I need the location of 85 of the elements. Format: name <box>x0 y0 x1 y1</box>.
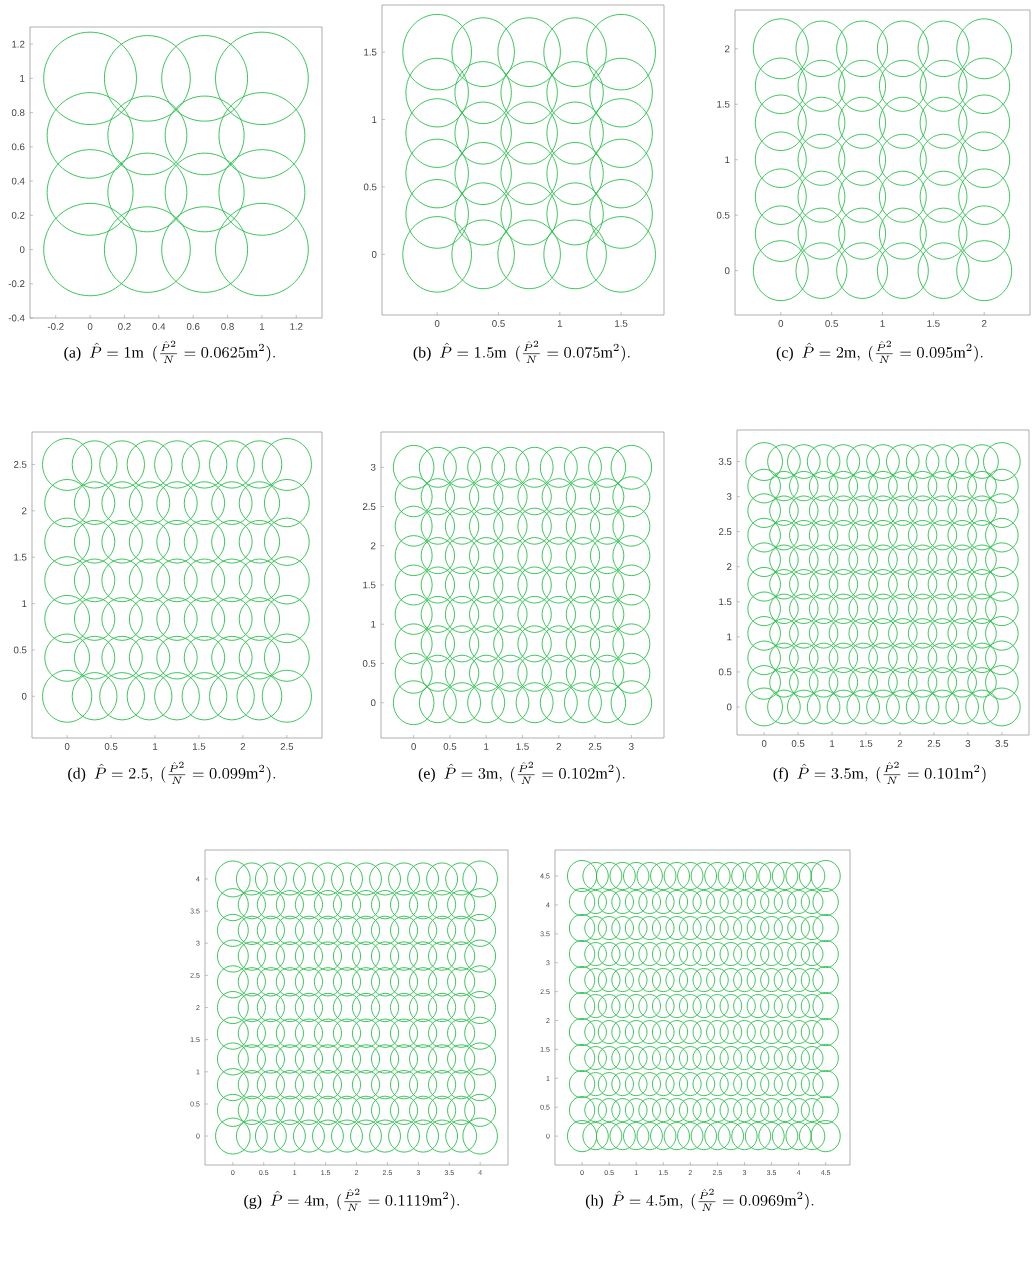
tick-label: 1.5 <box>364 48 377 56</box>
tick-label: 2 <box>556 743 561 750</box>
tick-label: 3 <box>726 493 732 500</box>
tick-label: 0.8 <box>11 109 25 116</box>
tick-label: 1.5 <box>363 581 376 589</box>
tick-label: 2 <box>725 45 730 53</box>
tick-label: 0 <box>19 246 25 253</box>
tick-label: 1.5 <box>14 553 27 561</box>
tick-label: 2.5 <box>588 743 602 750</box>
tick-label: 1.2 <box>290 323 303 330</box>
tick-label: 1 <box>371 620 376 628</box>
tick-label: 0 <box>724 267 730 275</box>
tick-label: 1.5 <box>719 598 732 606</box>
tick-label: 0 <box>21 692 27 700</box>
tick-label: 1 <box>725 156 730 164</box>
caption: $\text{(b)}\ \ \hat{P} = 1.5\text{m}\ \ (\tfrac{\hat{P}^2}{N} = 0.075\text{m}^2).$ <box>413 340 630 363</box>
tick-label: 1 <box>372 116 377 123</box>
tick-label: 2 <box>240 743 246 750</box>
tick-label: 0.5 <box>492 320 505 327</box>
tick-label: 2 <box>371 542 376 550</box>
tick-label: -0.4 <box>8 314 25 322</box>
tick-label: 0.5 <box>443 743 457 750</box>
tick-label: 1.5 <box>717 100 730 108</box>
tick-label: 0.8 <box>221 323 234 330</box>
tick-label: 2.5 <box>280 743 294 750</box>
tick-label: 0.6 <box>11 143 25 151</box>
tick-label: 2.5 <box>13 461 27 468</box>
caption: $\text{(g)}\ \ \hat{P} = 4\text{m},\ (\tfrac{\hat{P}^2}{N} = 0.1119\text{m}^2).$ <box>244 1188 460 1211</box>
caption: $\text{(e)}\ \ \hat{P} = 3\text{m},\ (\tfrac{\hat{P}^2}{N} = 0.102\text{m}^2).$ <box>418 761 625 784</box>
tick-label: 0.5 <box>718 668 732 676</box>
tick-label: 3 <box>370 463 376 471</box>
tick-label: 0.6 <box>186 323 200 330</box>
tick-label: 0.2 <box>11 211 25 219</box>
tick-label: 3.5 <box>718 458 732 465</box>
tick-label: 0.5 <box>716 211 730 219</box>
tick-label: 1 <box>22 600 27 607</box>
tick-label: 0.4 <box>11 177 25 185</box>
tick-label: 1.5 <box>927 320 940 327</box>
tick-label: 0.5 <box>104 743 118 750</box>
tick-label: 1.5 <box>193 743 206 750</box>
tick-label: 2.5 <box>718 528 732 536</box>
tick-label: 0.5 <box>825 320 838 327</box>
tick-label: 0 <box>370 699 376 707</box>
tick-label: -0.2 <box>47 323 64 330</box>
tick-label: 2 <box>982 320 987 327</box>
tick-label: 0 <box>761 740 767 747</box>
tick-label: 1 <box>727 633 732 641</box>
tick-label: 3.5 <box>995 740 1009 747</box>
tick-label: 0 <box>411 743 416 750</box>
tick-label: 1.5 <box>516 743 529 750</box>
caption: $\text{(d)}\ \ \hat{P} = 2.5,\ (\tfrac{\hat{P}^2}{N} = 0.099\text{m}^2).$ <box>68 761 276 784</box>
tick-label: 0.5 <box>362 660 376 667</box>
tick-label: 0 <box>434 320 440 327</box>
tick-label: 0 <box>371 250 377 258</box>
tick-label: 1 <box>880 320 885 327</box>
tick-label: 3 <box>965 740 971 747</box>
tick-label: -0.2 <box>8 280 25 288</box>
tick-label: 0.5 <box>363 183 377 191</box>
tick-label: 0.5 <box>13 646 27 654</box>
tick-label: 1 <box>484 743 489 750</box>
tick-label: 1 <box>153 743 158 750</box>
tick-label: 0 <box>778 320 784 327</box>
tick-label: 1.5 <box>615 320 628 327</box>
caption: $\text{(c)}\ \ \hat{P} = 2\text{m},\ (\tfrac{\hat{P}^2}{N} = 0.095\text{m}^2).$ <box>776 340 983 363</box>
tick-label: 1 <box>259 323 265 330</box>
tick-label: 0 <box>726 703 732 711</box>
tick-label: 1 <box>830 740 835 747</box>
tick-label: 0.4 <box>152 323 166 330</box>
tick-label: 2.5 <box>362 503 376 510</box>
tick-label: 0.5 <box>791 740 805 747</box>
tick-label: 2 <box>727 563 732 571</box>
tick-label: 1.5 <box>860 740 873 747</box>
tick-label: 2.5 <box>927 740 941 747</box>
caption: $\text{(a)}\ \ \hat{P} = 1\text{m}\ \ (\tfrac{\hat{P}^2}{N} = 0.0625\text{m}^2).$ <box>64 340 275 363</box>
tick-label: 1.2 <box>12 40 25 48</box>
tick-label: 0 <box>87 323 93 330</box>
tick-label: 2 <box>897 740 903 747</box>
tick-label: 1 <box>20 75 25 82</box>
tick-label: 0 <box>64 743 70 750</box>
tick-label: 1 <box>557 320 562 327</box>
caption: $\text{(f)}\ \ \hat{P} = 3.5\text{m},\ (\tfrac{\hat{P}^2}{N} = 0.101\text{m}^2)$ <box>773 761 986 784</box>
tick-label: 2 <box>22 507 27 515</box>
tick-label: 3 <box>629 743 634 750</box>
caption: $\text{(h)}\ \ \hat{P} = 4.5\text{m},\ (\tfrac{\hat{P}^2}{N} = 0.0969\text{m}^2).$ <box>585 1188 814 1211</box>
tick-label: 0.2 <box>118 323 131 330</box>
